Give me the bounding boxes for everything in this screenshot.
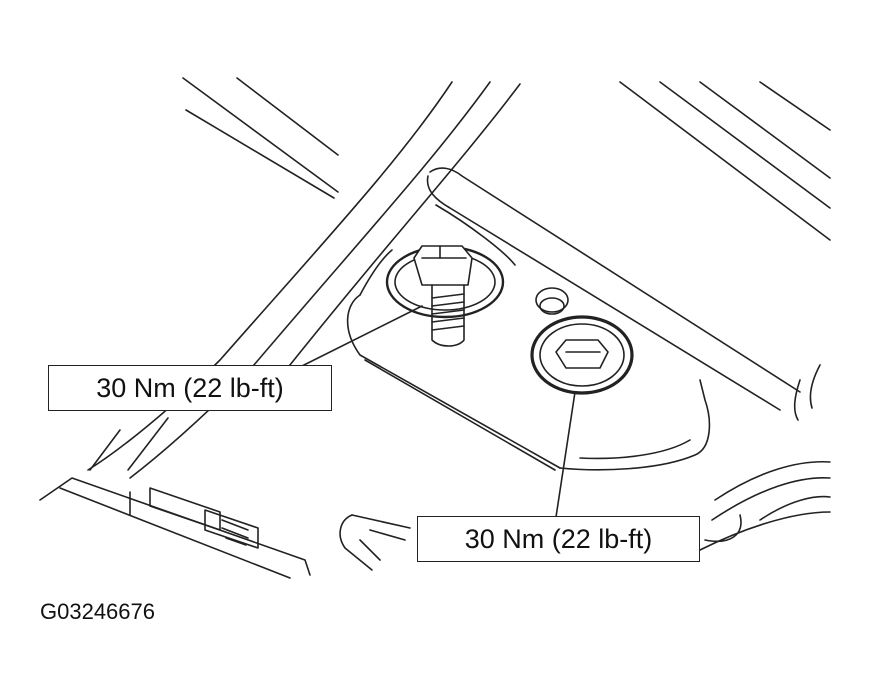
- upper-left-body-panel: [182, 77, 339, 199]
- frame-rail-curves: [87, 81, 521, 479]
- lower-right-component: [699, 364, 831, 551]
- lower-left-component: [39, 417, 311, 579]
- callout-leaders: [299, 305, 576, 518]
- locating-pin: [535, 287, 569, 315]
- mounting-bracket: [346, 167, 801, 471]
- lower-center-clip: [339, 514, 411, 571]
- torque-callout-bolt: 30 Nm (22 lb-ft): [417, 516, 700, 562]
- torque-callout-stud: 30 Nm (22 lb-ft): [48, 365, 332, 411]
- upper-right-body-panel: [619, 81, 831, 241]
- stud-bolt: [385, 245, 505, 347]
- flange-bolt: [530, 315, 634, 395]
- figure-id: G03246676: [40, 599, 155, 624]
